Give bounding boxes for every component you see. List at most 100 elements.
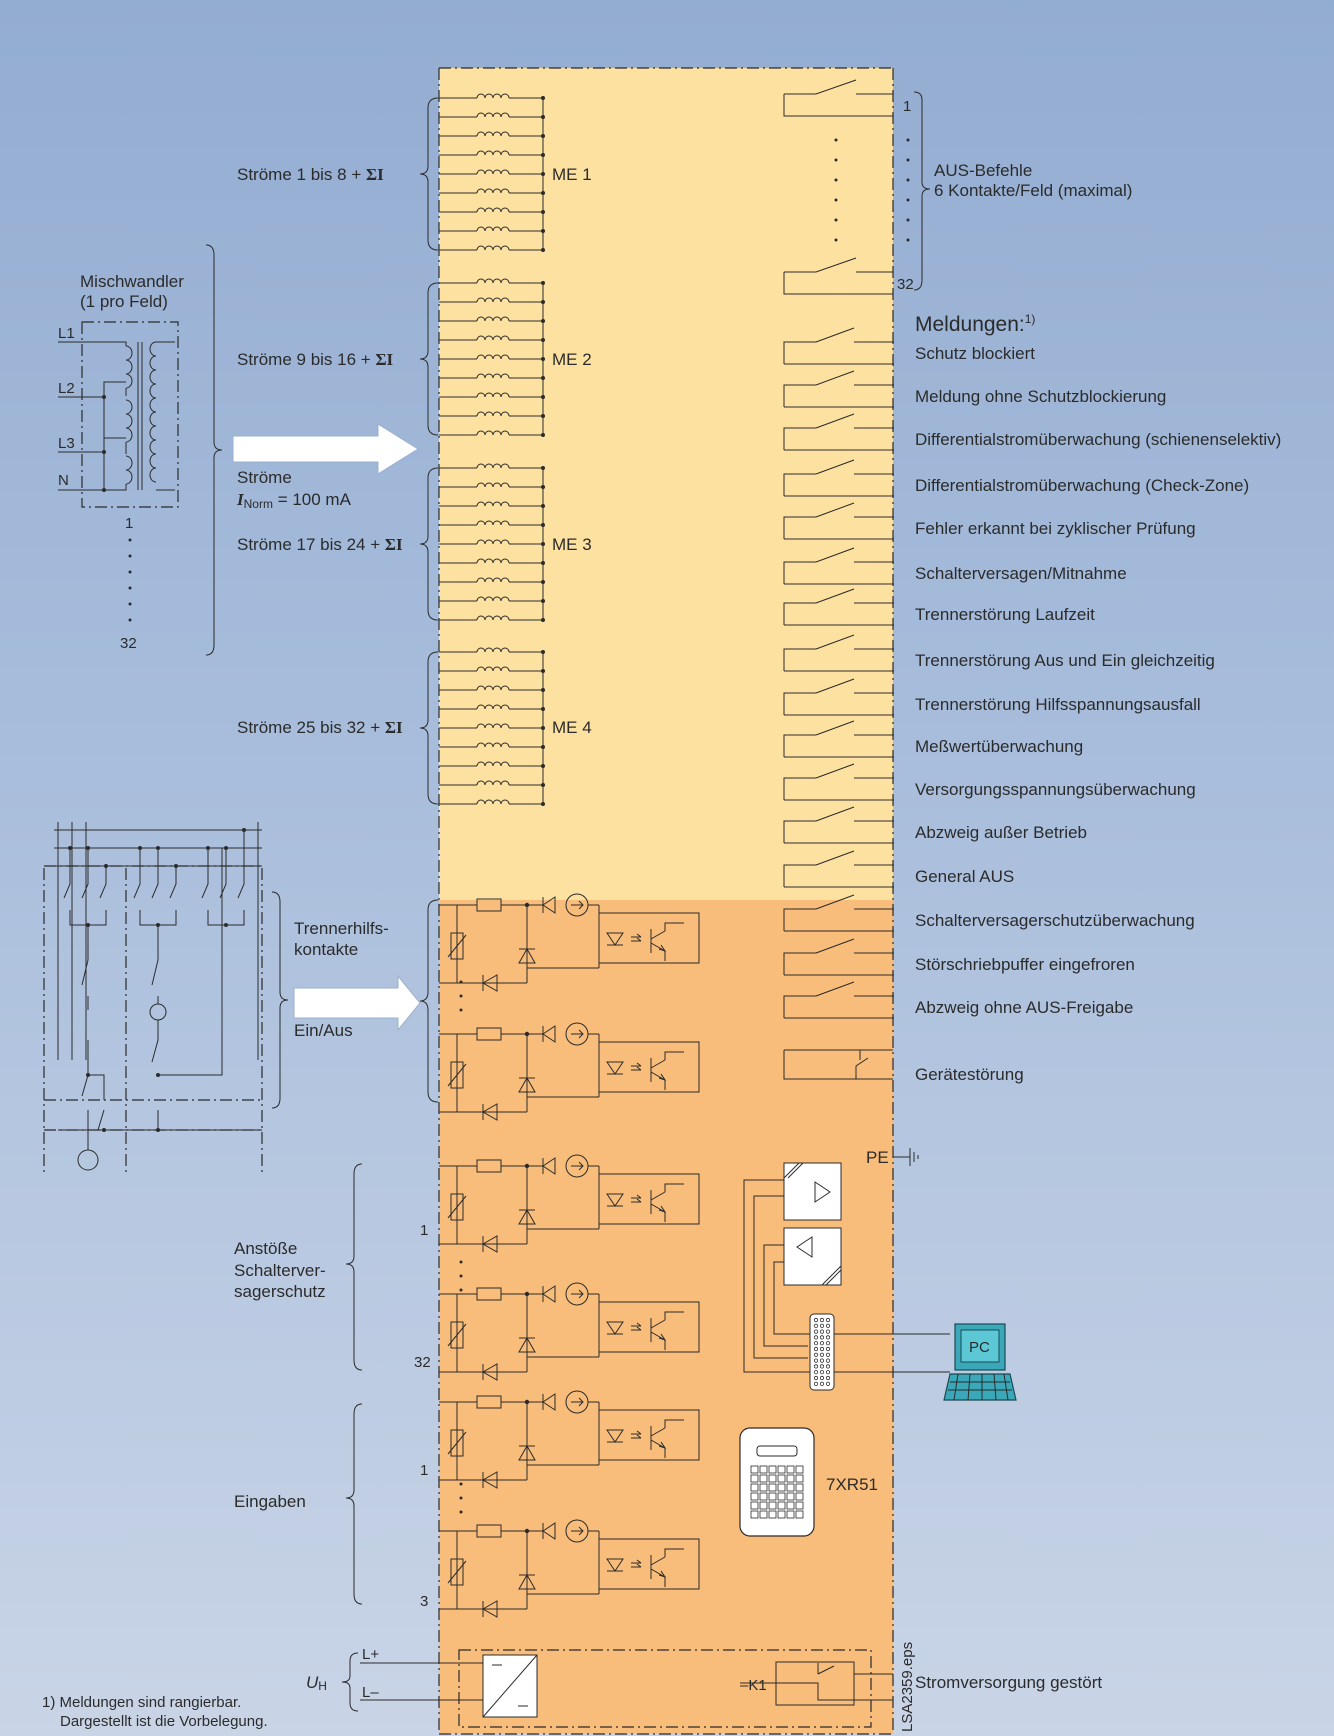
anstosse-last: 32	[414, 1354, 431, 1371]
keypad-key	[795, 1501, 804, 1510]
file-id: LSA2359.eps	[899, 1642, 916, 1732]
connector-pin	[819, 1341, 825, 1346]
power-status-label: Stromversorgung gestört	[915, 1673, 1102, 1692]
message-label: Schalterversagerschutzüberwachung	[915, 911, 1195, 930]
connector-pin	[825, 1370, 831, 1375]
lplus-label: L+	[362, 1646, 379, 1663]
keypad-key	[777, 1465, 786, 1474]
message-label: Meldung ohne Schutzblockierung	[915, 387, 1166, 406]
message-label: Meßwertüberwachung	[915, 737, 1083, 756]
connector-pin	[819, 1352, 825, 1357]
ein-aus-label: Ein/Aus	[294, 1021, 353, 1040]
geraetestoerung-contact	[783, 1049, 893, 1080]
connector-pin	[825, 1358, 831, 1363]
group-2-label: Ströme 9 bis 16 + ΣI	[237, 350, 394, 369]
connector-pin	[813, 1317, 819, 1323]
message-label: Abzweig ohne AUS-Freigabe	[915, 998, 1133, 1017]
connector-pin	[825, 1375, 831, 1381]
trip-last: 32	[897, 276, 914, 293]
keypad-key	[795, 1510, 804, 1519]
connector-pin	[825, 1341, 831, 1346]
keypad-key	[768, 1483, 777, 1492]
keypad-key	[786, 1474, 795, 1483]
keypad-key	[750, 1492, 759, 1501]
keypad-key	[786, 1465, 795, 1474]
footnote-line2: Dargestellt ist die Vorbelegung.	[60, 1713, 268, 1730]
keypad-key	[750, 1465, 759, 1474]
coil-bank-3	[438, 463, 546, 623]
keypad-key	[759, 1510, 768, 1519]
keypad-key	[786, 1483, 795, 1492]
phase-n: N	[58, 472, 69, 489]
panel-upper	[439, 68, 893, 900]
connector-pin	[825, 1335, 831, 1340]
trenner-label-line2: kontakte	[294, 940, 358, 959]
message-label: Störschriebpuffer eingefroren	[915, 955, 1135, 974]
keypad-key	[795, 1483, 804, 1492]
group-1-label: Ströme 1 bis 8 + ΣI	[237, 165, 384, 184]
current-brackets	[419, 97, 439, 805]
module-me1: ME 1	[552, 165, 592, 184]
connector-pin	[825, 1346, 831, 1352]
phase-l2: L2	[58, 380, 75, 397]
keypad-key	[750, 1474, 759, 1483]
connector-pin	[819, 1364, 825, 1369]
connector-pin	[819, 1381, 825, 1386]
power-supply: UH L+ L– –K1 Stromversorgung gestört	[306, 1646, 1102, 1728]
keypad-key	[768, 1501, 777, 1510]
connector-pin	[819, 1370, 825, 1375]
inorm-label: INorm = 100 mA	[236, 490, 352, 511]
keypad-key	[777, 1510, 786, 1519]
trip-first: 1	[903, 98, 911, 115]
trip-label-line1: AUS-Befehle	[934, 161, 1032, 180]
trip-contacts	[783, 79, 893, 295]
module-me3: ME 3	[552, 535, 592, 554]
message-label: Schutz blockiert	[915, 344, 1035, 363]
message-label: Abzweig außer Betrieb	[915, 823, 1087, 842]
keypad-key	[786, 1510, 795, 1519]
connector-pin	[819, 1346, 825, 1352]
message-label: Schalterversagen/Mitnahme	[915, 564, 1127, 583]
keypad-key	[750, 1483, 759, 1492]
connector-pin	[813, 1323, 819, 1328]
anstosse-label-line1: Anstöße	[234, 1239, 297, 1258]
keypad-key	[768, 1510, 777, 1519]
module-me4: ME 4	[552, 718, 592, 737]
message-label: Differentialstromüberwachung (schienense…	[915, 430, 1281, 449]
message-label: Versorgungsspannungsüberwachung	[915, 780, 1196, 799]
keypad-key	[759, 1483, 768, 1492]
uh-label: UH	[306, 1673, 327, 1693]
keypad-key	[777, 1492, 786, 1501]
connector-pin	[813, 1375, 819, 1381]
connector-pin	[819, 1358, 825, 1363]
relay-label: –K1	[740, 1677, 767, 1694]
keypad-key	[768, 1465, 777, 1474]
connector-pin	[813, 1358, 819, 1363]
device-label: 7XR51	[826, 1475, 878, 1494]
message-label: General AUS	[915, 867, 1014, 886]
phase-l1: L1	[58, 325, 75, 342]
connector-pin	[813, 1370, 819, 1375]
ein-aus-arrow	[293, 974, 421, 1032]
connector-pin	[813, 1352, 819, 1357]
group-4-label: Ströme 25 bis 32 + ΣI	[237, 718, 403, 737]
connector-pin	[825, 1352, 831, 1357]
keypad-key	[750, 1501, 759, 1510]
keypad-key	[759, 1474, 768, 1483]
pe-label: PE	[866, 1148, 889, 1167]
mischwandler-first: 1	[125, 515, 133, 532]
connector-pin	[819, 1335, 825, 1340]
keypad-key	[759, 1465, 768, 1474]
connector-pin	[813, 1381, 819, 1386]
keypad-key	[795, 1492, 804, 1501]
keypad-key	[777, 1474, 786, 1483]
connector-pin	[819, 1329, 825, 1334]
group-3-label: Ströme 17 bis 24 + ΣI	[237, 535, 403, 554]
keypad-key	[759, 1492, 768, 1501]
keypad-key	[786, 1492, 795, 1501]
pc-icon: PC	[943, 1323, 1017, 1401]
current-inputs	[438, 93, 546, 807]
disconnector-schematic	[43, 822, 289, 1176]
coil-bank-2	[438, 278, 546, 438]
